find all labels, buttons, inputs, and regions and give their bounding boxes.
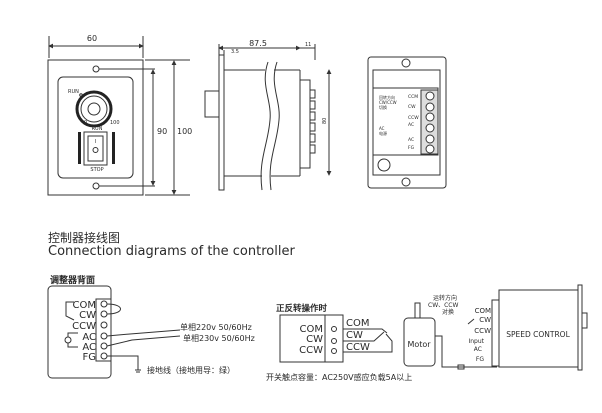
terminal-label: FG: [82, 352, 96, 363]
knob-min: 0: [84, 120, 87, 126]
terminal-label: CW: [79, 310, 96, 321]
front-view: 60 RUN 0 100 RUN I STOP 90 100: [47, 34, 192, 196]
terminal-label: AC: [474, 346, 482, 353]
terminal-label: CCW: [408, 115, 419, 121]
terminal-label: CCW: [72, 321, 96, 332]
direction-note: CW/CCW: [379, 100, 397, 105]
terminal-label: FG: [408, 145, 415, 151]
terminal-label: AC: [82, 342, 96, 353]
terminal-label: CW: [479, 316, 491, 324]
run-stop-switch[interactable]: [83, 131, 108, 166]
hole-spacing-dim: 90: [157, 127, 167, 136]
direction-note: 运转方向: [433, 294, 457, 302]
terminal-label: CCM: [408, 94, 418, 100]
power-spec-1: 单相220v 50/60Hz: [180, 322, 252, 332]
direction-note: 切换: [379, 104, 387, 110]
section-title-cn: 控制器接线图: [48, 230, 120, 245]
direction-note: CW、CCW: [428, 302, 459, 309]
terminal-label: CW: [346, 330, 363, 341]
switch-capacity-note: 开关触点容量：AC250V感应负载5A以上: [266, 372, 412, 382]
switch-run-label: RUN: [92, 126, 103, 132]
terminal-label: CW: [408, 104, 416, 110]
terminal-label: AC: [408, 122, 414, 128]
terminal-label: CW: [306, 334, 323, 345]
ground-note: 接地线（接地用导：绿）: [147, 365, 235, 375]
terminal-label: COM: [475, 307, 491, 315]
terminal-label: CCW: [474, 327, 491, 335]
terminal-dim: 11: [305, 42, 311, 48]
knob-max: 100: [110, 120, 120, 126]
plate-dim: 3.5: [231, 49, 239, 55]
side-view: 87.5 3.5 11 80: [204, 39, 332, 191]
back-view: 回转方向 CW/CCW 切换 AC 电源 CCM CW CCW AC AC FG: [367, 56, 447, 189]
ac-note: 电源: [379, 130, 387, 136]
rear-panel-wiring: 调整器背面 COM CW CCW AC AC FG 单相220v 50/60Hz…: [47, 274, 255, 379]
motor-wiring: Motor 运转方向 CW、CCW 对换 COM CW CCW Input AC…: [403, 284, 588, 371]
section-title-en: Connection diagrams of the controller: [48, 244, 295, 259]
switch-stop-label: STOP: [90, 167, 103, 173]
switch-symbol: I: [95, 139, 96, 145]
terminal-label: AC: [82, 332, 96, 343]
ac-note: AC: [379, 126, 385, 131]
rear-panel-title: 调整器背面: [50, 274, 95, 286]
mount-hole: [92, 65, 100, 73]
terminal-label: COM: [300, 324, 323, 335]
terminal-label: AC: [408, 137, 414, 143]
motor-label: Motor: [407, 340, 431, 349]
direction-note: 对换: [442, 308, 454, 316]
terminal-label: FG: [476, 356, 484, 363]
reverse-op-title: 正反转操作时: [276, 303, 328, 314]
speed-control-label: SPEED CONTROL: [506, 330, 570, 339]
mount-hole: [92, 182, 100, 190]
width-dim: 60: [87, 34, 97, 43]
terminal-label: CCW: [299, 345, 323, 356]
terminal-label: COM: [73, 300, 96, 311]
terminal-label: Input: [468, 338, 484, 345]
terminal-label: CCW: [346, 342, 370, 353]
front-plate: [47, 59, 144, 196]
speed-control-unit: [498, 289, 579, 368]
reverse-operation-wiring: 正反转操作时 COM CW CCW COM CW CCW 开关触点容量：AC25…: [266, 303, 412, 382]
height-dim: 100: [177, 127, 192, 136]
power-spec-2: 单相230v 50/60Hz: [183, 333, 255, 343]
speed-knob[interactable]: [75, 90, 113, 128]
motor: [403, 317, 436, 367]
direction-note: 回转方向: [379, 94, 395, 100]
length-dim: 87.5: [249, 39, 267, 48]
terminal-label: COM: [346, 318, 369, 329]
run-indicator-label: RUN: [68, 89, 79, 95]
side-height-dim: 80: [322, 118, 328, 124]
